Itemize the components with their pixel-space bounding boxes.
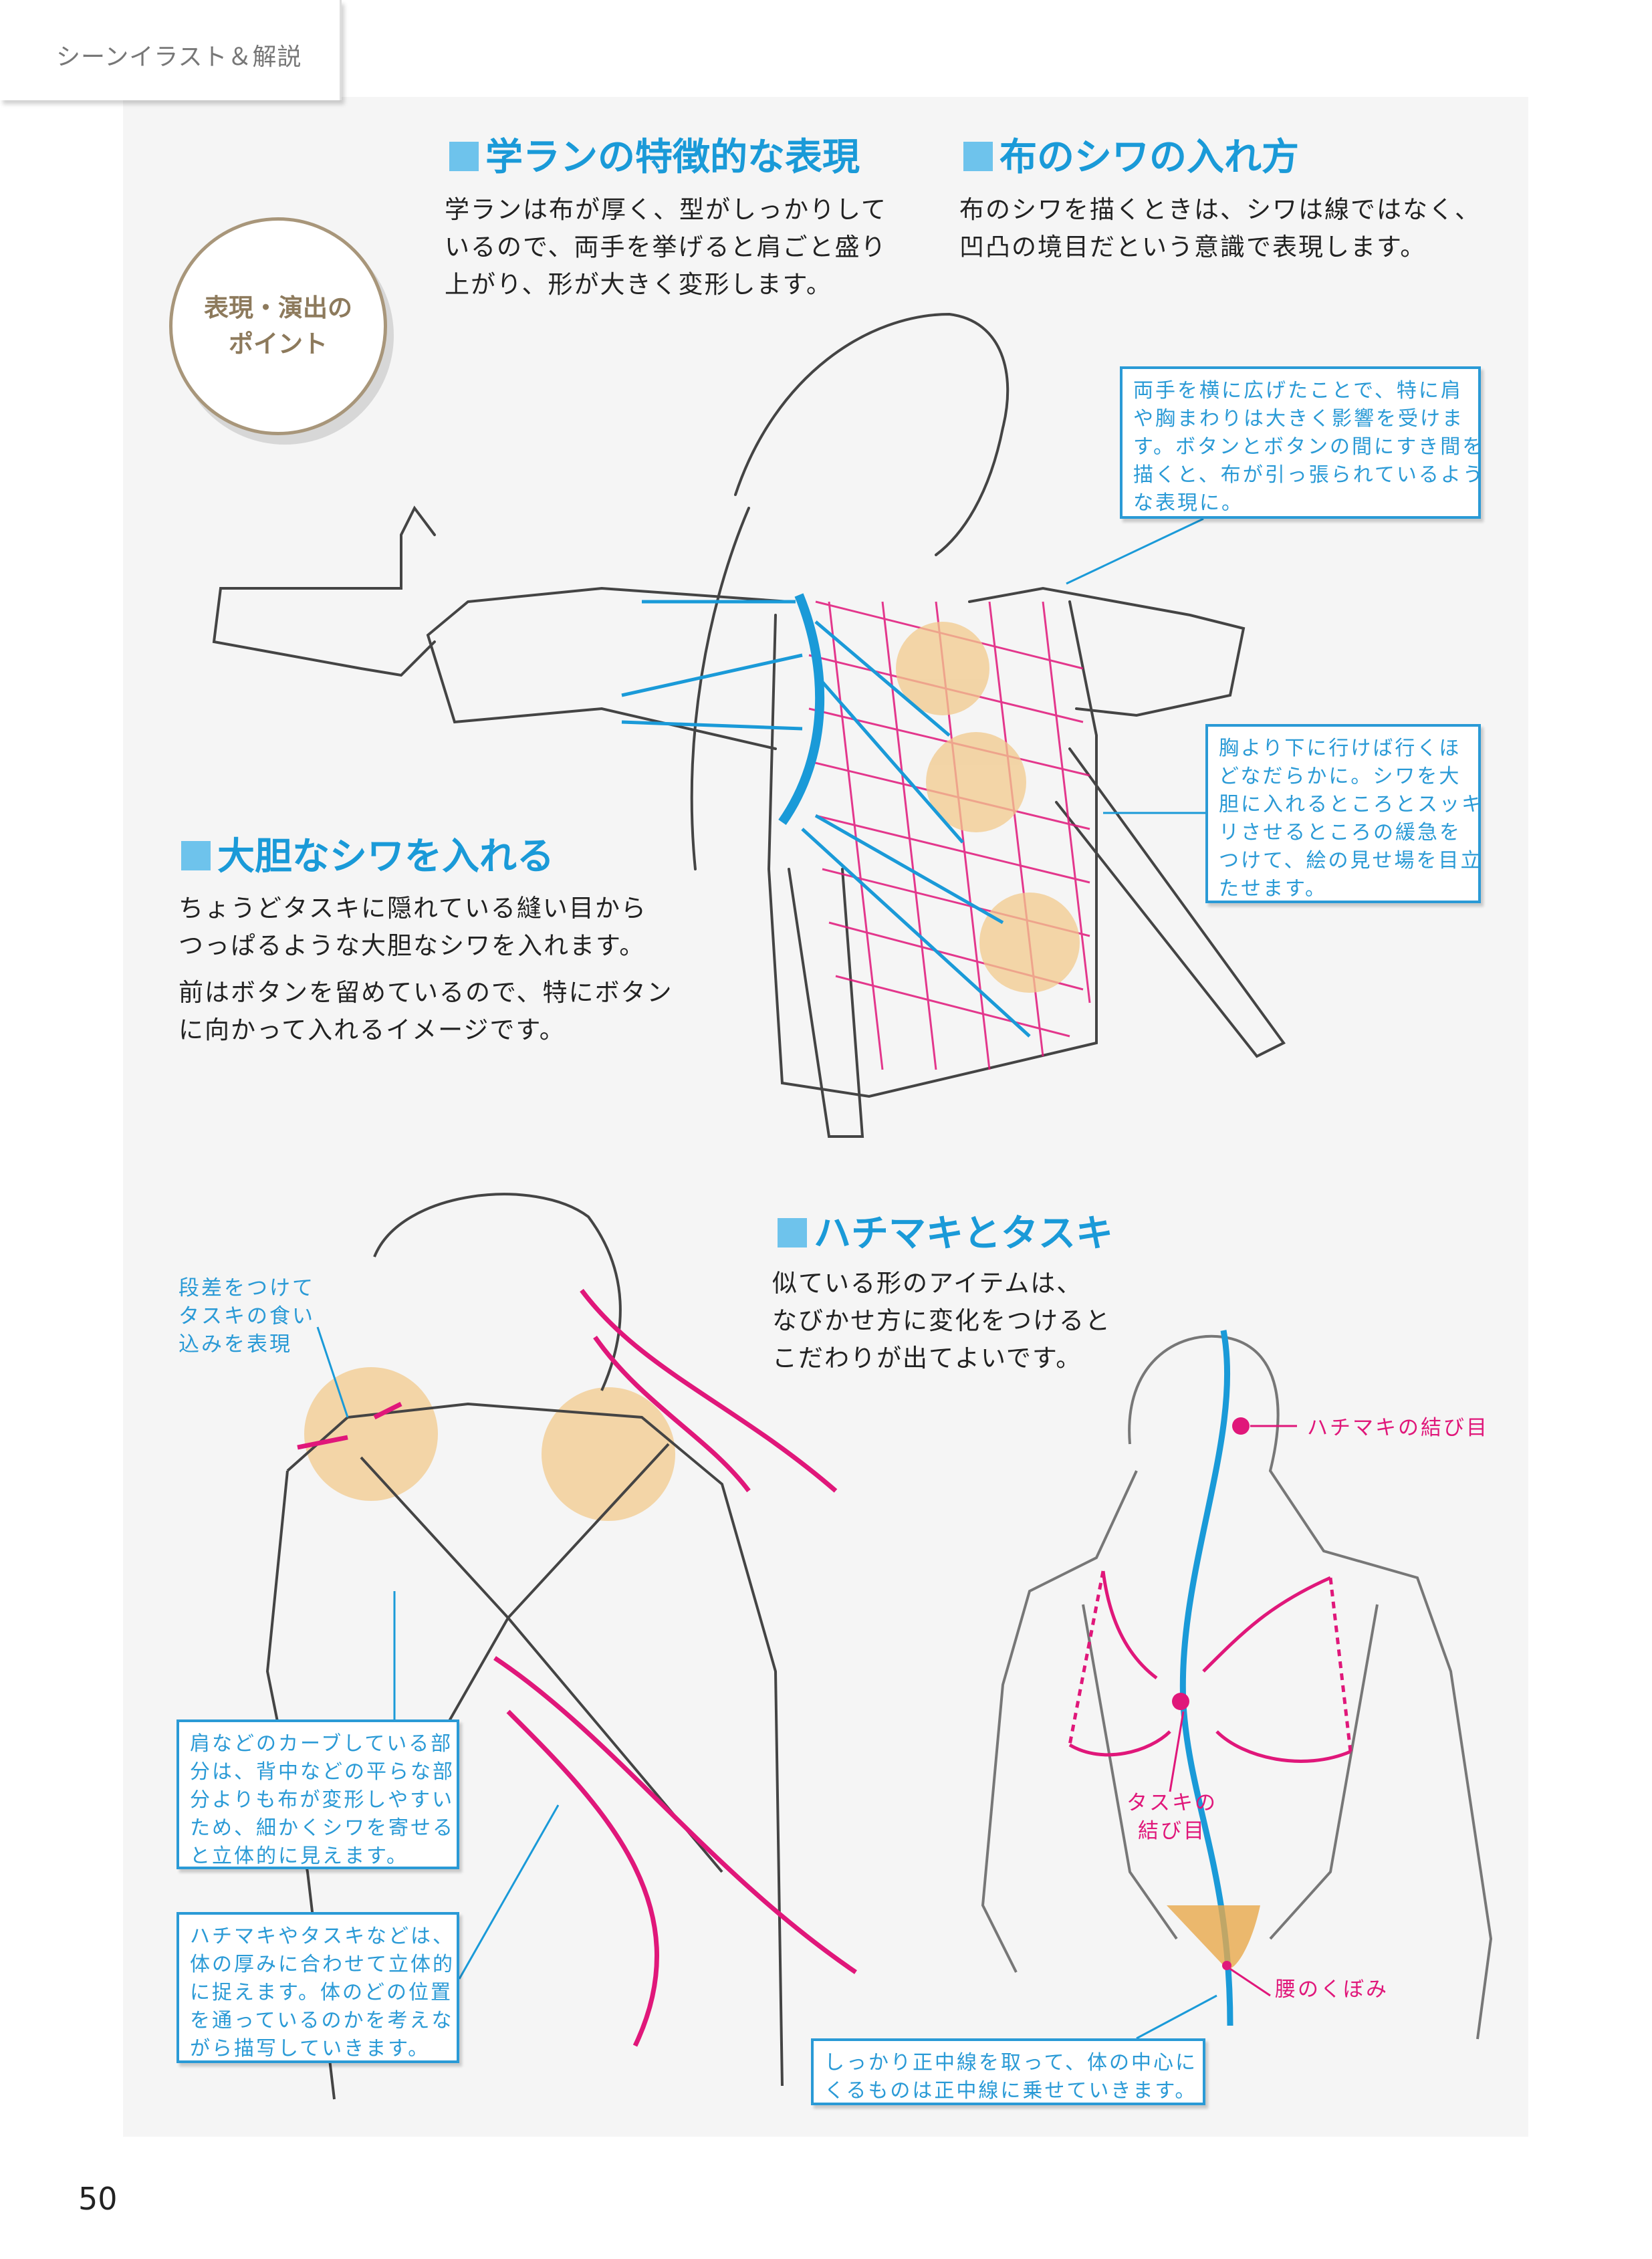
tasuki-arrows [1068,1570,1352,1763]
band-arrows [297,1288,857,2047]
callout-line: リさせるところの緩急を [1219,821,1461,844]
heading-square-icon [181,841,211,870]
heading-text: 大胆なシワを入れる [217,835,554,878]
callout-line: ため、細かくシワを寄せる [190,1816,455,1840]
muscle-back-illustration [981,1334,1493,2040]
body-bold-wrinkles: ちょうどタスキに隠れている縫い目から つっぱるような大胆なシワを入れます。 前は… [179,890,673,1049]
body-wrinkles: 布のシワを描くときは、シワは線ではなく、 凹凸の境目だという意識で表現します。 [959,191,1481,266]
body-line: いるので、両手を挙げると肩ごと盛り [445,233,887,261]
heading-bold-wrinkles: 大胆なシワを入れる [181,826,554,880]
body-line: ちょうどタスキに隠れている縫い目から [179,894,647,923]
callout-line: 両手を横に広げたことで、特に肩 [1133,379,1463,402]
page-number: 50 [78,2181,118,2217]
heading-hachimaki: ハチマキとタスキ [778,1203,1113,1258]
heading-square-icon [449,142,479,171]
body-line: つっぱるような大胆なシワを入れます。 [179,931,646,960]
callout-line: 胸より下に行けば行くほ [1219,737,1461,760]
heading-square-icon [778,1218,807,1247]
point-badge: 表現・演出の ポイント [169,217,387,435]
body-line: に向かって入れるイメージです。 [179,1016,566,1044]
magenta-leaders [1169,1425,1297,1997]
seam-arrows [621,593,1031,1038]
body-gakuran: 学ランは布が厚く、型がしっかりして いるので、両手を挙げると肩ごと盛り 上がり、… [445,191,887,304]
callout-line: 肩などのカーブしている部 [190,1732,453,1756]
waist-hollow [1167,1905,1260,1970]
callout-line: 胆に入れるところとスッキ [1219,793,1484,816]
body-line: 上がり、形が大きく変形します。 [445,270,832,299]
callout-line: くるものは正中線に乗せていきます。 [824,2079,1197,2103]
callout-line: を通っているのかを考えな [190,2009,454,2032]
badge-line: ポイント [229,330,328,358]
callout-line: ハチマキやタスキなどは、 [190,1925,455,1948]
callout-line: す。ボタンとボタンの間にすき間を [1133,435,1485,459]
label-step: 段差をつけて タスキの食い 込みを表現 [179,1274,315,1358]
label-waist: 腰のくぼみ [1275,1978,1389,2002]
label-line: 結び目 [1138,1819,1206,1843]
callout-line: 分は、背中などの平らな部 [190,1760,455,1784]
callout-line: しっかり正中線を取って、体の中心に [824,2051,1197,2074]
heading-wrinkles: 布のシワの入れ方 [963,127,1299,181]
student-illustration [212,312,1286,1138]
callout-line: や胸まわりは大きく影響を受けま [1133,407,1464,431]
body-line: 布のシワを描くときは、シワは線ではなく、 [959,195,1481,224]
callout-curved-parts: 肩などのカーブしている部 分は、背中などの平らな部 分よりも布が変形しやすい た… [176,1719,459,1869]
heading-text: 学ランの特徴的な表現 [485,136,860,179]
label-hachimaki-knot: ハチマキの結び目 [1307,1416,1489,1440]
emphasis-circles [304,622,1080,1521]
heading-text: ハチマキとタスキ [814,1212,1113,1256]
body-line: こだわりが出てよいです。 [772,1344,1082,1373]
callout-line: がら描写していきます。 [190,2037,431,2060]
callout-line: どなだらかに。シワを大 [1219,765,1461,788]
badge-line: 表現・演出の [204,293,352,322]
label-line: 段差をつけて [179,1276,315,1300]
callout-line: と立体的に見えます。 [190,1845,408,1868]
callout-line: 体の厚みに合わせて立体的 [190,1953,455,1976]
label-tasuki-knot: タスキの 結び目 [1127,1789,1217,1845]
body-line: 似ている形のアイテムは、 [772,1269,1083,1298]
label-line: タスキの食い [179,1304,315,1328]
callout-below-chest: 胸より下に行けば行くほ どなだらかに。シワを大 胆に入れるところとスッキ リさせ… [1205,724,1484,903]
callout-line: に捉えます。体のどの位置 [190,1981,453,2004]
body-line: なびかせ方に変化をつけると [772,1306,1111,1335]
heading-text: 布のシワの入れ方 [999,136,1299,179]
callout-shoulders: 両手を横に広げたことで、特に肩 や胸まわりは大きく影響を受けま す。ボタンとボタ… [1120,366,1485,519]
leader-lines [316,517,1217,2040]
body-line: 凹凸の境目だという意識で表現します。 [959,233,1427,261]
body-line: 前はボタンを留めているので、特にボタン [179,978,673,1007]
callout-line: 分よりも布が変形しやすい [190,1788,455,1812]
section-tab-label: シーンイラスト＆解説 [56,43,302,71]
callout-hachimaki-tasuki: ハチマキやタスキなどは、 体の厚みに合わせて立体的 に捉えます。体のどの位置 を… [176,1912,459,2063]
section-tab: シーンイラスト＆解説 [0,0,342,100]
knot-dots [1172,1417,1250,1970]
callout-line: たせます。 [1219,877,1327,901]
body-hachimaki: 似ている形のアイテムは、 なびかせ方に変化をつけると こだわりが出てよいです。 [772,1265,1111,1377]
heading-gakuran: 学ランの特徴的な表現 [449,127,860,181]
callout-line: 描くと、布が引っ張られているよう [1133,463,1485,487]
callout-line: つけて、絵の見せ場を目立 [1219,849,1483,872]
callout-line: な表現に。 [1133,491,1244,515]
label-line: 込みを表現 [179,1332,292,1356]
heading-square-icon [963,142,993,171]
label-line: タスキの [1127,1791,1217,1815]
body-line: 学ランは布が厚く、型がしっかりして [445,195,887,224]
callout-center-line: しっかり正中線を取って、体の中心に くるものは正中線に乗せていきます。 [811,2038,1205,2105]
